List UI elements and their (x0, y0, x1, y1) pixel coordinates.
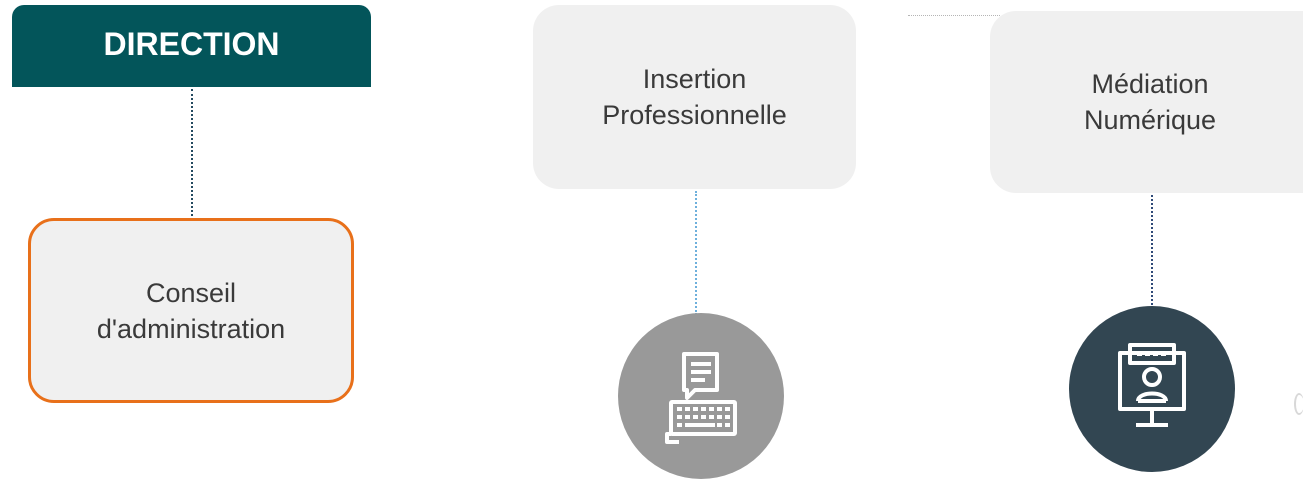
direction-box: DIRECTION (12, 5, 371, 87)
keyboard-chat-icon (665, 352, 737, 444)
conseil-label: Conseil d'administration (96, 277, 286, 344)
connector-direction-conseil (191, 89, 193, 216)
direction-label: DIRECTION (103, 26, 280, 62)
edge-decoration (1294, 393, 1303, 415)
connector-insertion-icon (695, 191, 697, 315)
connector-horizontal (908, 15, 1000, 16)
mediation-label: Médiation Numérique (1083, 69, 1217, 135)
mediation-icon-circle (1069, 306, 1235, 472)
insertion-label: Insertion Professionnelle (602, 64, 787, 130)
conseil-administration-box: Conseil d'administration (28, 218, 354, 403)
mediation-numerique-box: Médiation Numérique (990, 11, 1303, 193)
connector-mediation-icon (1151, 195, 1153, 305)
insertion-icon-circle (618, 313, 784, 479)
monitor-user-icon (1118, 343, 1186, 427)
insertion-professionnelle-box: Insertion Professionnelle (533, 5, 856, 189)
